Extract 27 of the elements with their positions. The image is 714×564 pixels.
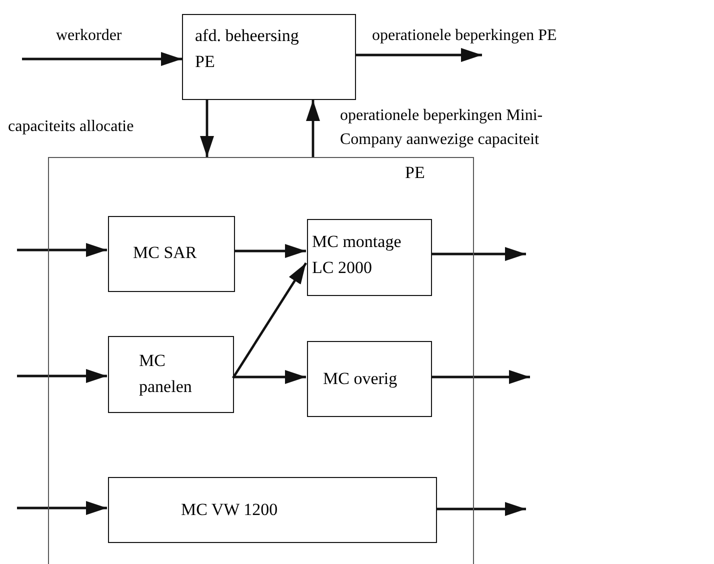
box-label: MC panelen xyxy=(139,350,193,398)
box-label: afd. beheersing PE xyxy=(195,25,300,73)
box-label: PE xyxy=(405,162,425,184)
arrow xyxy=(306,100,320,157)
box-label: MC montage LC 2000 xyxy=(312,231,402,279)
arrow xyxy=(22,52,182,66)
arrow xyxy=(17,369,107,383)
process-box xyxy=(108,477,437,543)
arrow xyxy=(17,501,107,515)
process-box xyxy=(108,336,234,413)
box-label: MC VW 1200 xyxy=(181,499,278,521)
arrow xyxy=(356,48,482,62)
arrow xyxy=(200,100,214,157)
box-label: MC overig xyxy=(323,368,398,390)
process-box xyxy=(307,341,432,417)
control-box xyxy=(182,14,356,100)
arrow xyxy=(431,370,530,384)
arrow xyxy=(431,247,526,261)
department-box xyxy=(48,157,474,564)
process-box xyxy=(307,219,432,296)
arrow xyxy=(233,370,306,384)
arrow xyxy=(234,244,306,258)
box-label: MC SAR xyxy=(133,242,197,264)
process-box xyxy=(108,216,235,292)
arrow xyxy=(17,243,107,257)
arrow xyxy=(436,502,526,516)
arrow xyxy=(232,262,308,379)
